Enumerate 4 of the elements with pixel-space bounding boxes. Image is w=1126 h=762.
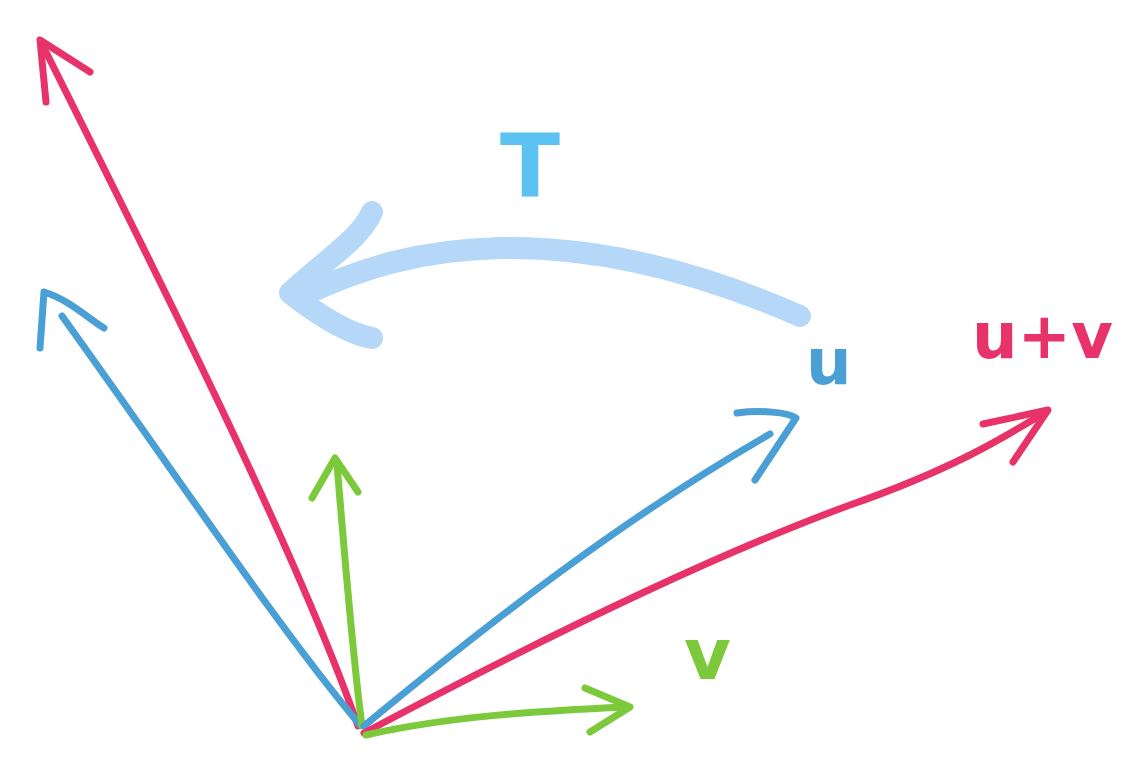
transformation-label: T <box>500 122 561 210</box>
vector-label: v <box>684 618 731 690</box>
vector-label: u+v <box>972 304 1113 368</box>
vector-label: u <box>806 330 852 394</box>
